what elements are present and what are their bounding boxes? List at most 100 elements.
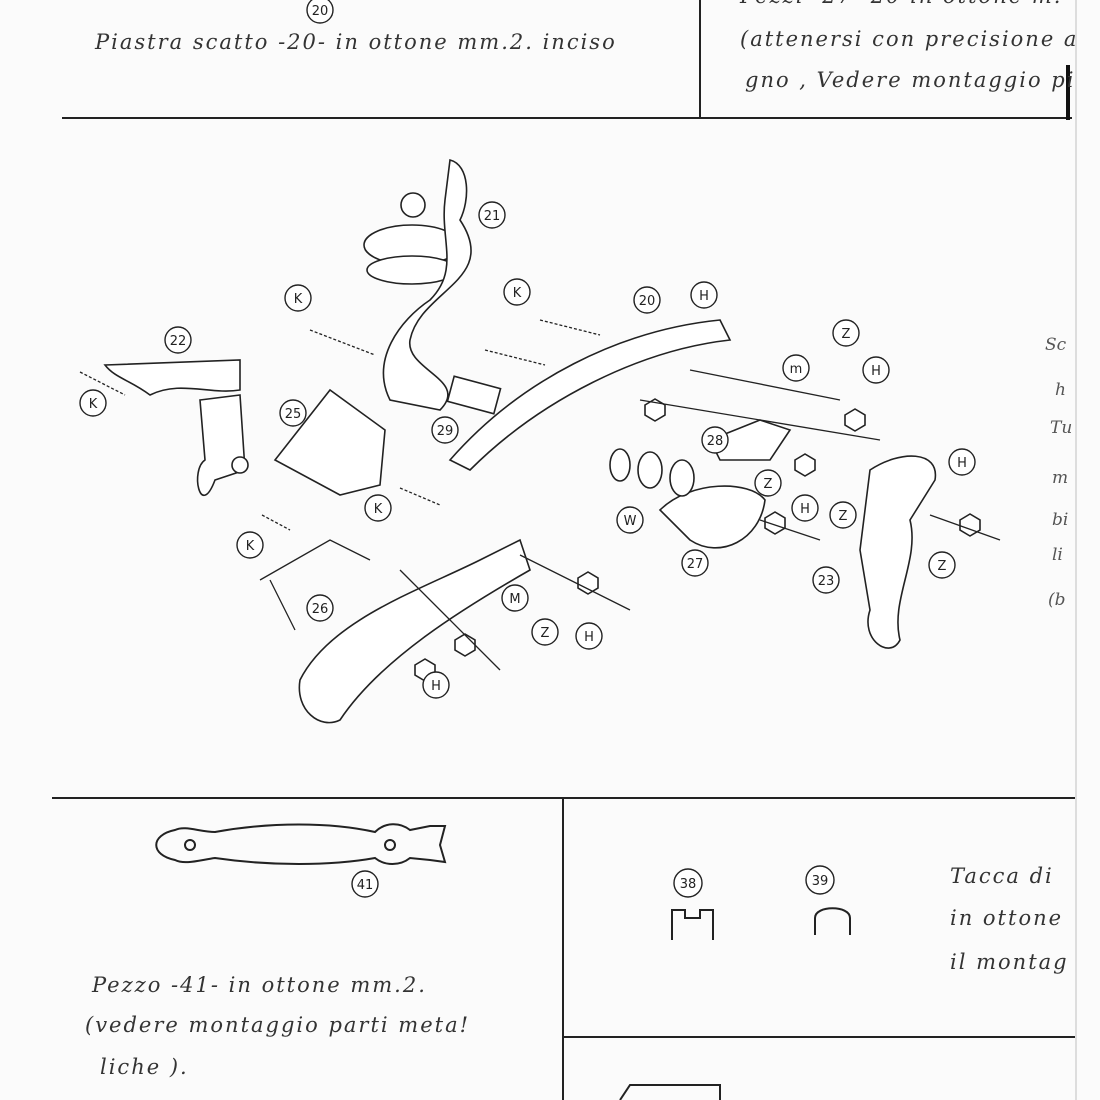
callout-label: m <box>790 362 803 377</box>
callout-28: 28 <box>701 426 729 454</box>
callout-label: M <box>509 592 520 607</box>
margin-fragment: Sc <box>1045 335 1067 355</box>
callout-circle <box>701 426 729 454</box>
callout-label: 20 <box>639 294 656 309</box>
callout-label: 27 <box>687 557 704 572</box>
callout-38: 38 <box>673 868 703 898</box>
callout-k: K <box>503 278 531 306</box>
callout-label: 28 <box>707 434 724 449</box>
callout-circle <box>616 506 644 534</box>
callout-circle <box>791 494 819 522</box>
callout-k: K <box>284 284 312 312</box>
callout-label: 22 <box>170 334 187 349</box>
caption-part-41-line-2: (vedere montaggio parti meta! <box>85 1013 471 1037</box>
callout-23: 23 <box>812 566 840 594</box>
part-41-drawing <box>155 823 447 865</box>
callout-label: 25 <box>285 407 302 422</box>
callout-label: 29 <box>437 424 454 439</box>
callout-29: 29 <box>431 416 459 444</box>
callout-label: Z <box>541 626 550 641</box>
callout-label: 21 <box>484 209 501 224</box>
callout-z: Z <box>832 319 860 347</box>
caption-tacca-line-1: Tacca di <box>950 864 1054 888</box>
callout-circle <box>812 566 840 594</box>
callout-label: Z <box>764 477 773 492</box>
callout-26: 26 <box>306 594 334 622</box>
callout-20: 20 <box>633 286 661 314</box>
callout-25: 25 <box>279 399 307 427</box>
callout-20-top: 20 <box>306 0 334 24</box>
callout-circle <box>284 284 312 312</box>
callout-h: H <box>862 356 890 384</box>
callout-label: H <box>584 630 594 645</box>
callout-h: H <box>422 671 450 699</box>
callout-circle <box>690 281 718 309</box>
margin-fragment: Tu <box>1050 418 1073 438</box>
callout-circle <box>681 549 709 577</box>
margin-fragment: m <box>1052 468 1069 488</box>
assembly-parts <box>79 159 1001 724</box>
part-number-20: 20 <box>312 4 329 19</box>
callout-label: H <box>431 679 441 694</box>
callout-label: K <box>89 397 98 412</box>
callout-circle <box>79 389 107 417</box>
callout-circle <box>829 501 857 529</box>
caption-tacca-line-2: in ottone <box>950 906 1064 930</box>
callout-label: K <box>513 286 522 301</box>
callout-circle <box>832 319 860 347</box>
callout-label: K <box>374 502 383 517</box>
callout-circle <box>236 531 264 559</box>
callout-39: 39 <box>805 865 835 895</box>
callout-z: Z <box>531 618 559 646</box>
caption-part-41-line-3: liche ). <box>100 1055 189 1079</box>
callout-21: 21 <box>478 201 506 229</box>
callout-h: H <box>575 622 603 650</box>
frame-lines <box>52 0 1077 1100</box>
part-number-38: 38 <box>680 877 697 892</box>
callout-circle <box>928 551 956 579</box>
callout-label: Z <box>938 559 947 574</box>
callout-label: 23 <box>818 574 835 589</box>
callout-circle <box>575 622 603 650</box>
top-right-line-3: gno , Vedere montaggio pi <box>745 68 1076 92</box>
callout-k: K <box>364 494 392 522</box>
margin-fragment: bi <box>1052 510 1069 530</box>
callout-m: m <box>782 354 810 382</box>
callout-27: 27 <box>681 549 709 577</box>
callout-circle <box>782 354 810 382</box>
callout-22: 22 <box>164 326 192 354</box>
callout-label: K <box>246 539 255 554</box>
callout-h: H <box>791 494 819 522</box>
callout-k: K <box>79 389 107 417</box>
callout-circle <box>306 594 334 622</box>
callout-circle <box>862 356 890 384</box>
callout-41: 41 <box>351 870 379 898</box>
callout-circle <box>531 618 559 646</box>
callout-m: M <box>501 584 529 612</box>
callout-k: K <box>236 531 264 559</box>
callout-z: Z <box>829 501 857 529</box>
callout-circle <box>633 286 661 314</box>
callout-label: H <box>800 502 810 517</box>
part-number-41: 41 <box>357 878 374 893</box>
callout-circle <box>501 584 529 612</box>
callout-circle <box>364 494 392 522</box>
parts-38-39-drawing <box>671 907 851 940</box>
callout-circle <box>503 278 531 306</box>
callout-label: H <box>957 456 967 471</box>
partial-part-drawing <box>619 1084 721 1100</box>
callout-label: Z <box>839 509 848 524</box>
top-right-line-2: (attenersi con precisione a <box>740 27 1079 51</box>
callout-w: W <box>616 506 644 534</box>
callout-circle <box>279 399 307 427</box>
top-right-line-1: Pezzi -27- 20 in ottone m. <box>740 0 1062 8</box>
callout-label: H <box>699 289 709 304</box>
margin-fragment: li <box>1052 545 1063 565</box>
part-number-39: 39 <box>812 874 829 889</box>
callout-z: Z <box>928 551 956 579</box>
callout-circle <box>164 326 192 354</box>
callout-label: 26 <box>312 602 329 617</box>
